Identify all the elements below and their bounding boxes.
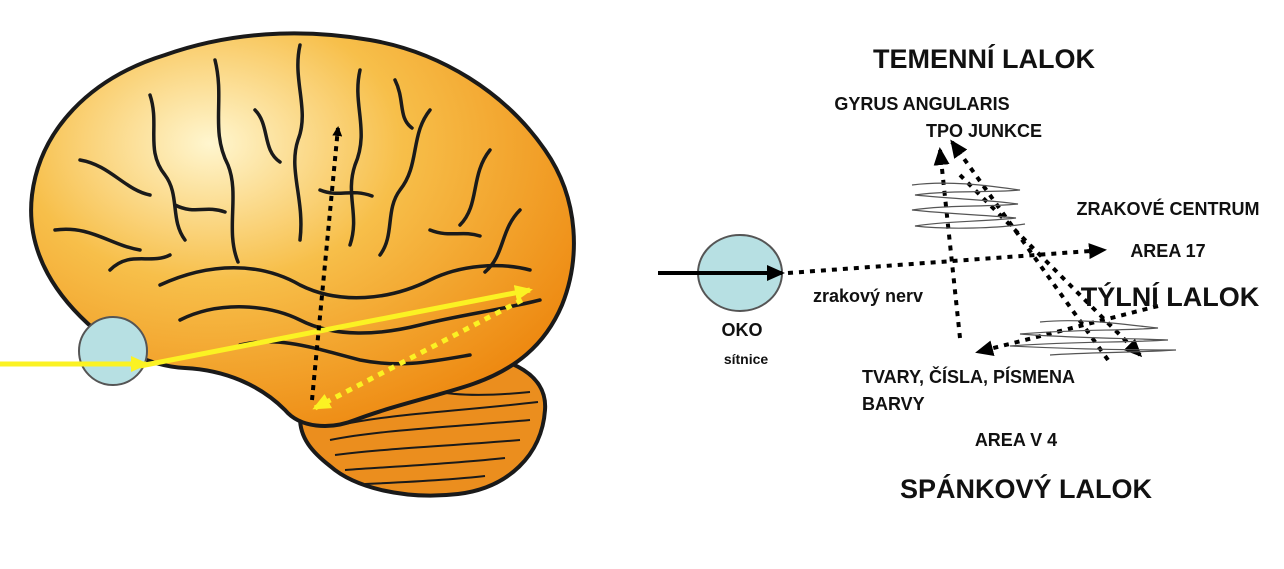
yellow-dotted-arrow xyxy=(312,297,524,411)
optic-nerve-arrow xyxy=(787,243,1107,275)
cortex-scribble-lower xyxy=(1009,320,1177,356)
yellow-solid-arrow xyxy=(139,285,533,369)
dotted-arrow-to-v4 xyxy=(975,304,1159,357)
temporal-lobe-label: SPÁNKOVÝ LALOK xyxy=(900,473,1153,504)
gyrus-angularis-label: GYRUS ANGULARIS xyxy=(834,94,1009,114)
optic-nerve-label: zrakový nerv xyxy=(813,286,923,306)
eye-circle xyxy=(78,316,148,386)
dotted-arrow-to-occipital xyxy=(958,173,1143,358)
dotted-arrow-to-tpo-left xyxy=(933,147,962,339)
retina-label: sítnice xyxy=(724,351,769,367)
schematic: TEMENNÍ LALOK GYRUS ANGULARIS TPO JUNKCE… xyxy=(658,43,1260,504)
tpo-junction-label: TPO JUNKCE xyxy=(926,121,1042,141)
parietal-lobe-label: TEMENNÍ LALOK xyxy=(873,43,1095,74)
occipital-lobe-label: TÝLNÍ LALOK xyxy=(1081,281,1260,312)
brain-illustration xyxy=(0,31,576,498)
colors-label: BARVY xyxy=(862,394,925,414)
brain-folds xyxy=(53,43,542,366)
shapes-numbers-letters-label: TVARY, ČÍSLA, PÍSMENA xyxy=(862,366,1075,387)
area-17-label: AREA 17 xyxy=(1130,241,1205,261)
visual-center-label: ZRAKOVÉ CENTRUM xyxy=(1077,198,1260,219)
cortex-scribble-upper xyxy=(911,182,1026,229)
area-v4-label: AREA V 4 xyxy=(975,430,1057,450)
eye-label: OKO xyxy=(721,320,762,340)
cerebellum-folds xyxy=(329,379,539,485)
